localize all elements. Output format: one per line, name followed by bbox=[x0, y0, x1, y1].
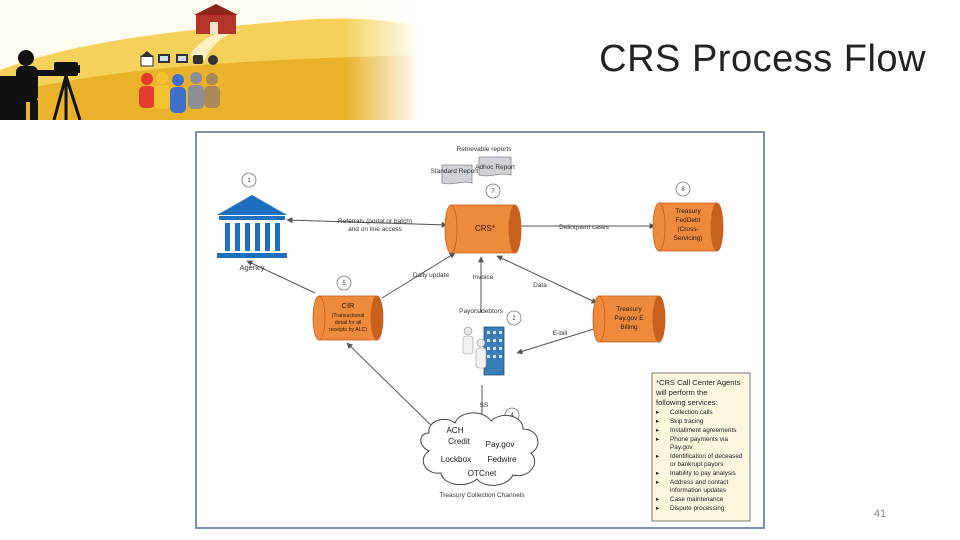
edge-agency-crs bbox=[286, 217, 448, 228]
svg-text:▸: ▸ bbox=[656, 479, 659, 486]
cloud-paygov: Pay.gov bbox=[486, 440, 516, 449]
badge-agency bbox=[241, 172, 257, 188]
cloud-otcnet: OTCnet bbox=[468, 469, 497, 478]
svg-text:▸: ▸ bbox=[656, 505, 659, 512]
referrals-label-line-1: Referrals (portal or batch) bbox=[338, 218, 412, 225]
badge-cir bbox=[336, 275, 352, 291]
legend-item-dispute: Dispute processing bbox=[670, 505, 725, 512]
badge-payors bbox=[506, 310, 522, 326]
data-label: Data bbox=[533, 282, 547, 289]
crs-cylinder: CRS* bbox=[444, 204, 522, 254]
cloud-credit: Credit bbox=[448, 437, 471, 446]
ebill-label: E-bill bbox=[553, 330, 568, 337]
legend-item-inability: Inability to pay analysis bbox=[670, 470, 736, 477]
edge-paygov-payors bbox=[516, 327, 598, 355]
slide-title: CRS Process Flow bbox=[599, 38, 926, 80]
cloud-ach: ACH bbox=[446, 426, 463, 435]
badge-cir-number: 5 bbox=[342, 281, 346, 287]
payors-debtors-icon bbox=[462, 326, 505, 376]
payors-debtors-label: Payors/debtors bbox=[459, 308, 503, 315]
legend-title-line-1: *CRS Call Center Agents bbox=[656, 378, 741, 387]
svg-text:▸: ▸ bbox=[656, 496, 659, 503]
banner-artwork bbox=[0, 0, 420, 120]
legend-item-deceased: Identification of deceased bbox=[670, 453, 743, 460]
cir-sub-line-3: receipts by ALC) bbox=[329, 327, 367, 333]
agency-building-icon bbox=[217, 195, 287, 258]
svg-text:▸: ▸ bbox=[656, 453, 659, 460]
treasury-offset-line-1: Treasury bbox=[675, 208, 701, 215]
cir-title: CIR bbox=[342, 301, 356, 310]
legend-item-phone-payments-2: Pay.gov bbox=[670, 444, 693, 451]
standard-reports-doc: Standard Reports bbox=[431, 164, 483, 185]
treasury-collection-cloud bbox=[420, 412, 539, 486]
connectors bbox=[246, 217, 656, 432]
legend-item-address: Address and contact bbox=[670, 479, 728, 486]
badge-treasury-offset bbox=[675, 181, 691, 197]
svg-text:▸: ▸ bbox=[656, 436, 659, 443]
invoice-label: Invoice bbox=[473, 274, 494, 281]
cloud-fedwire: Fedwire bbox=[487, 455, 517, 464]
adhoc-report-doc: Adhoc Report bbox=[475, 156, 515, 177]
svg-text:▸: ▸ bbox=[656, 470, 659, 477]
legend-title-line-2: will perform the bbox=[655, 388, 707, 397]
svg-text:▸: ▸ bbox=[656, 409, 659, 416]
edge-crs-paygov bbox=[496, 255, 598, 304]
badge-treasury-offset-number: 8 bbox=[681, 187, 685, 193]
standard-reports-label: Standard Reports bbox=[431, 168, 483, 175]
edge-cir-agency bbox=[246, 260, 316, 294]
edge-cir-crs bbox=[381, 252, 456, 299]
legend-item-case-maintenance: Case maintenance bbox=[670, 496, 724, 503]
process-flow-figure: Retrievable reports Standard Reports Adh… bbox=[195, 131, 765, 529]
badge-crs bbox=[485, 183, 501, 199]
cir-sub-line-1: (Transactional bbox=[332, 313, 365, 319]
paygov-line-2: Pay.gov E bbox=[614, 315, 644, 322]
legend-title-line-3: following services: bbox=[656, 398, 718, 407]
edge-cloud-cir bbox=[346, 342, 438, 432]
treasury-offset-line-2: FedDebt bbox=[676, 217, 701, 224]
cir-cylinder: CIR (Transactional detail for all receip… bbox=[312, 295, 384, 341]
referrals-label-line-2: and on line access bbox=[348, 226, 403, 233]
daily-update-label: Daily update bbox=[413, 272, 450, 279]
ss-label: SS bbox=[480, 402, 489, 409]
agency-label: Agency bbox=[239, 263, 264, 272]
badge-payors-number: 2 bbox=[512, 316, 516, 322]
paygov-line-1: Treasury bbox=[616, 306, 642, 313]
cloud-caption: Treasury Collection Channels bbox=[439, 492, 525, 499]
legend-item-phone-payments: Phone payments via bbox=[670, 436, 728, 443]
treasury-offset-line-4: Servicing) bbox=[674, 235, 703, 242]
cir-sub-line-2: detail for all bbox=[335, 320, 362, 326]
svg-text:▸: ▸ bbox=[656, 418, 659, 425]
legend-item-deceased-2: or bankrupt payors bbox=[670, 461, 723, 468]
badge-crs-number: 7 bbox=[491, 189, 495, 195]
cloud-lockbox: Lockbox bbox=[441, 455, 472, 464]
legend-item-address-2: information updates bbox=[670, 487, 726, 494]
paygov-cylinder: Treasury Pay.gov E Billing bbox=[592, 295, 666, 343]
step-badges bbox=[241, 172, 691, 423]
badge-agency-number: 1 bbox=[247, 178, 251, 184]
slide-number: 41 bbox=[873, 508, 887, 520]
adhoc-report-label: Adhoc Report bbox=[475, 164, 515, 171]
header-banner bbox=[0, 0, 420, 120]
retrievable-reports-label: Retrievable reports bbox=[457, 146, 513, 153]
delinquent-cases-label: Delinquent cases bbox=[559, 224, 610, 231]
legend-item-collection-calls: Collection calls bbox=[670, 409, 713, 416]
svg-text:▸: ▸ bbox=[656, 427, 659, 434]
legend-item-installment: Installment agreements bbox=[670, 427, 736, 434]
crs-label: CRS* bbox=[475, 224, 495, 233]
process-flow-diagram: Retrievable reports Standard Reports Adh… bbox=[217, 146, 751, 522]
treasury-offset-line-3: (Cross- bbox=[677, 226, 698, 233]
paygov-line-3: Billing bbox=[620, 324, 638, 331]
treasury-offset-cylinder: Treasury FedDebt (Cross- Servicing) bbox=[652, 202, 724, 252]
legend-item-skip-tracing: Skip tracing bbox=[670, 418, 704, 425]
call-center-legend: *CRS Call Center Agents will perform the… bbox=[651, 372, 751, 522]
